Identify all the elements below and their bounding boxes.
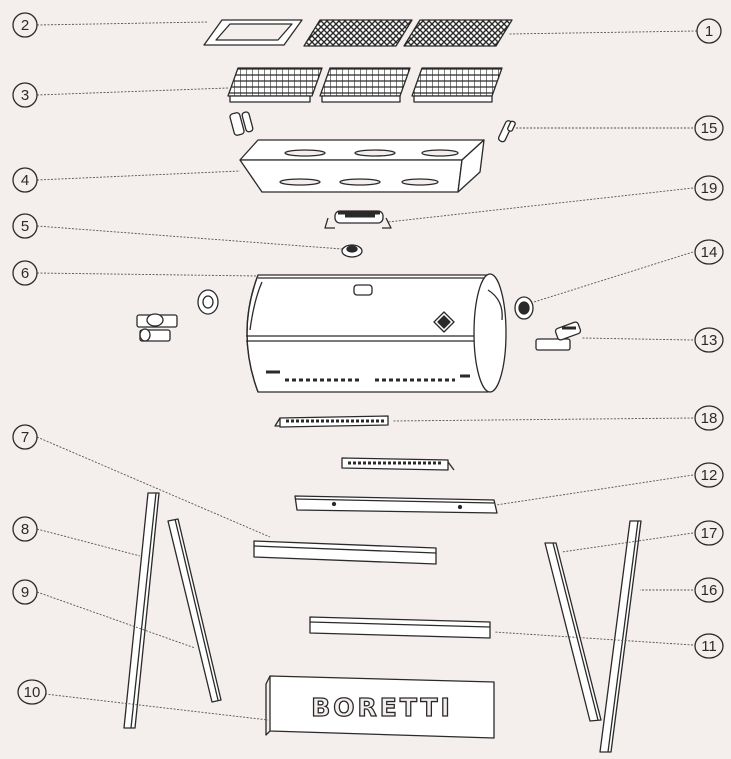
- callout-number: 6: [21, 265, 29, 282]
- part-cooking-grates: [303, 19, 513, 47]
- part-charcoal-tray: [239, 139, 485, 193]
- callout-number: 2: [21, 17, 29, 34]
- callout-circle: [694, 577, 724, 603]
- callout-circle: [694, 633, 724, 659]
- callout-number: 19: [701, 180, 718, 197]
- callout-4: 4: [12, 167, 38, 193]
- callout-14: 14: [694, 239, 724, 265]
- callout-16: 16: [694, 577, 724, 603]
- callout-circle: [694, 462, 724, 488]
- part-crossbar-front: [294, 495, 498, 514]
- part-brand-plate: [265, 675, 495, 739]
- callout-circle: [12, 213, 38, 239]
- callout-number: 5: [21, 218, 29, 235]
- callout-12: 12: [694, 462, 724, 488]
- part-leg-16: [599, 520, 642, 753]
- callout-circle: [12, 579, 38, 605]
- callout-number: 18: [701, 410, 718, 427]
- part-small-handles: [229, 111, 516, 143]
- callout-6: 6: [12, 260, 38, 286]
- callout-circle: [694, 175, 724, 201]
- part-crossbar-lower: [309, 616, 491, 639]
- callout-1: 1: [696, 18, 722, 44]
- callout-circle: [694, 327, 724, 353]
- leader-lines: [36, 21, 698, 721]
- part-left-side-handle: [136, 313, 178, 342]
- part-leg-17: [544, 542, 602, 722]
- callout-circle: [694, 405, 724, 431]
- callout-8: 8: [12, 516, 38, 542]
- callout-18: 18: [694, 405, 724, 431]
- callout-17: 17: [694, 520, 724, 546]
- part-right-side-handle: [535, 321, 582, 351]
- callout-circle: [12, 167, 38, 193]
- callout-number: 13: [701, 332, 718, 349]
- part-leg-9: [167, 518, 222, 703]
- callout-number: 16: [701, 582, 718, 599]
- part-lid-handle: [324, 210, 392, 229]
- callout-circle: [12, 12, 38, 38]
- callout-10: 10: [17, 679, 47, 705]
- callout-number: 8: [21, 521, 29, 538]
- part-side-vents: [197, 289, 534, 320]
- callout-circle: [12, 82, 38, 108]
- callout-circle: [694, 115, 724, 141]
- callout-2: 2: [12, 12, 38, 38]
- brand-plate-text: BORETTI: [311, 693, 453, 722]
- callout-13: 13: [694, 327, 724, 353]
- part-thermometer: [341, 244, 363, 258]
- callout-number: 7: [21, 429, 29, 446]
- callout-5: 5: [12, 213, 38, 239]
- callout-number: 10: [24, 684, 41, 701]
- callout-11: 11: [694, 633, 724, 659]
- callout-number: 9: [21, 584, 29, 601]
- callout-number: 1: [705, 23, 713, 40]
- callout-15: 15: [694, 115, 724, 141]
- callout-circle: [12, 516, 38, 542]
- callout-number: 4: [21, 172, 29, 189]
- callout-circle: [694, 520, 724, 546]
- part-barrel-body: [246, 273, 507, 393]
- callout-9: 9: [12, 579, 38, 605]
- callout-3: 3: [12, 82, 38, 108]
- callout-circle: [694, 239, 724, 265]
- callout-circle: [17, 679, 47, 705]
- callout-circle: [696, 18, 722, 44]
- part-vent-grid-lower: [341, 457, 455, 471]
- part-crossbar-middle: [253, 540, 437, 565]
- part-leg-8: [123, 492, 160, 729]
- callout-number: 12: [701, 467, 718, 484]
- callout-7: 7: [12, 424, 38, 450]
- part-vent-grid-upper: [274, 415, 389, 428]
- callout-number: 11: [701, 638, 717, 655]
- part-charcoal-baskets: [227, 67, 503, 103]
- callout-number: 15: [701, 120, 718, 137]
- callout-circle: [12, 424, 38, 450]
- callout-number: 14: [701, 244, 718, 261]
- part-tray: [203, 19, 303, 46]
- callout-number: 3: [21, 87, 29, 104]
- callout-number: 17: [701, 525, 718, 542]
- callout-19: 19: [694, 175, 724, 201]
- callout-circle: [12, 260, 38, 286]
